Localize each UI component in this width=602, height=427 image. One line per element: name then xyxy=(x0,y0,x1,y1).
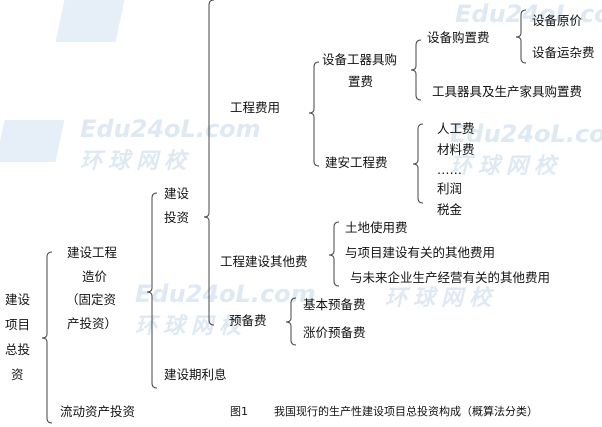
node-equipment-price: 设备原价 xyxy=(532,13,583,28)
brace xyxy=(146,192,158,389)
node-tax: 税金 xyxy=(437,202,463,217)
node-other-cost: 工程建设其他费 xyxy=(220,254,308,269)
node-equipment-purchase-line: 设备工器具购 xyxy=(322,52,398,67)
node-engineering-cost: 工程费用 xyxy=(230,100,281,115)
node-interest: 建设期利息 xyxy=(164,367,227,382)
node-fixed-asset-line: （固定资 xyxy=(66,292,117,307)
node-profit: 利润 xyxy=(437,181,463,196)
node-fixed-asset-line: 造价 xyxy=(82,269,108,284)
brace xyxy=(203,0,215,326)
node-fixed-asset-line: 产投资） xyxy=(67,316,118,331)
node-price-reserve: 涨价预备费 xyxy=(303,325,366,340)
node-root-line: 建设 xyxy=(5,292,31,307)
node-ellipsis: …… xyxy=(437,162,462,177)
node-equipment-freight: 设备运杂费 xyxy=(532,45,595,60)
node-land: 土地使用费 xyxy=(345,220,408,235)
node-installation: 建安工程费 xyxy=(325,155,388,170)
node-root-line: 总投 xyxy=(5,342,31,357)
node-material: 材料费 xyxy=(437,142,475,157)
brace xyxy=(41,251,53,424)
brace xyxy=(515,9,527,64)
node-construction-investment-line: 投资 xyxy=(164,210,190,225)
node-reserve: 预备费 xyxy=(229,313,267,328)
brace xyxy=(285,297,297,346)
brace xyxy=(412,123,424,204)
node-root-line: 项目 xyxy=(5,317,31,332)
node-labor: 人工费 xyxy=(437,121,475,136)
node-root-line: 资 xyxy=(11,367,24,382)
brace xyxy=(308,61,320,167)
node-basic-reserve: 基本预备费 xyxy=(303,297,366,312)
node-construction-investment-line: 建设 xyxy=(164,186,190,201)
node-equipment-purchase-line: 置费 xyxy=(348,74,374,89)
node-future-related: 与未来企业生产经营有关的其他费用 xyxy=(350,270,551,285)
figure-caption: 我国现行的生产性建设项目总投资构成（概算法分类） xyxy=(274,405,538,418)
figure-label: 图1 xyxy=(230,405,248,418)
brace xyxy=(328,221,340,287)
node-working-capital: 流动资产投资 xyxy=(60,404,136,419)
node-tools: 工具器具及生产家具购置费 xyxy=(432,84,583,99)
node-equipment-buy: 设备购置费 xyxy=(427,30,490,45)
node-fixed-asset-line: 建设工程 xyxy=(67,245,118,260)
node-project-related: 与项目建设有关的其他费用 xyxy=(345,245,496,260)
brace xyxy=(410,39,422,101)
